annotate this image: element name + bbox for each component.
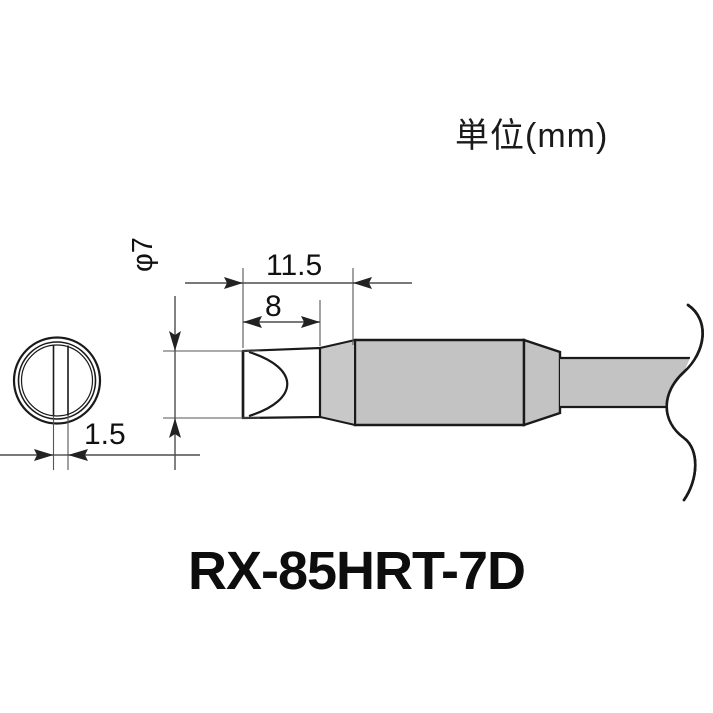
dimension-label-1-5: 1.5 [84,418,126,451]
dimension-8 [243,300,321,346]
arrowhead-1-5-left [34,449,54,461]
arrowhead-8-right [301,316,320,328]
arrowhead-1-5-right [68,449,88,461]
dimension-label-phi7: φ7 [127,237,159,272]
dimension-label-11-5: 11.5 [266,249,323,282]
break-line-wave-overlay [665,303,704,502]
unit-note: 単位(mm) [455,117,609,155]
side-view-profile [241,303,713,502]
dimension-label-8: 8 [265,290,282,323]
arrowhead-11-5-right [353,277,372,289]
arrowhead-phi7-top [169,331,181,351]
arrowhead-11-5-left [224,277,243,289]
shank-fill [560,358,700,407]
end-view-circle [12,336,102,470]
arrowhead-phi7-bottom [169,418,181,438]
end-view-outer-circle [12,336,102,425]
arrowhead-8-left [243,316,262,328]
dimension-1-5 [0,449,200,461]
tip-chisel-body [241,346,322,420]
dimension-phi7 [163,296,260,470]
tip-hollow-curve [248,350,289,418]
end-view-bore-circle [20,344,94,417]
dimension-11-5 [185,268,412,348]
body-collar [319,338,356,427]
part-number: RX-85HRT-7D [187,541,526,601]
end-view-inner-circle [17,341,97,420]
body-main [353,338,526,427]
body-taper [522,338,562,427]
